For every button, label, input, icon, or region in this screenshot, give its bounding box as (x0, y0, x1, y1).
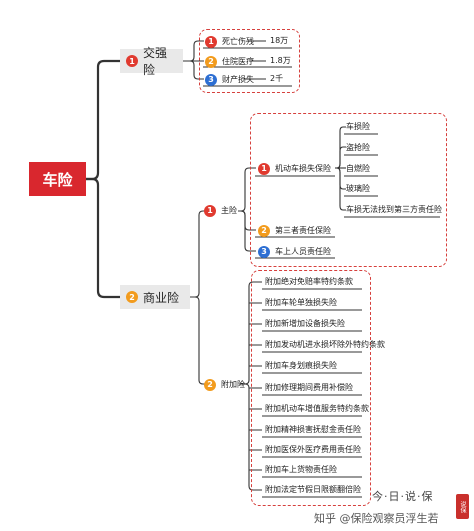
third-party-label: 第三者责任保险 (275, 226, 331, 235)
addon-item-5: 附加车身划痕损失险 (265, 361, 337, 371)
addon-node: 2 附加险 (204, 379, 245, 391)
addon-label: 附加险 (221, 380, 245, 389)
addon-item-11: 附加法定节假日限额翻倍险 (265, 485, 361, 495)
compulsory-item-3-badge: 3 (205, 74, 217, 86)
compulsory-item-2-value: 1.8万 (270, 56, 291, 66)
addon-item-6-label: 附加修理期间费用补偿险 (265, 383, 353, 392)
commercial-node: 2 商业险 (120, 285, 190, 309)
addon-item-6: 附加修理期间费用补偿险 (265, 383, 353, 393)
seal-stamp-text: 说保 (459, 500, 466, 513)
compulsory-item-1-label: 死亡伤残 (222, 37, 254, 46)
addon-item-9: 附加医保外医疗费用责任险 (265, 445, 361, 455)
vehicle-loss-item-5-label: 车损无法找到第三方责任险 (346, 205, 442, 214)
compulsory-item-2-label: 住院医疗 (222, 57, 254, 66)
commercial-label: 商业险 (143, 290, 180, 305)
addon-item-4: 附加发动机进水损坏除外特约条款 (265, 340, 385, 350)
addon-item-10-label: 附加车上货物责任险 (265, 465, 337, 474)
seal-stamp: 说保 (456, 494, 469, 519)
addon-item-3-label: 附加新增加设备损失险 (265, 319, 345, 328)
vehicle-loss-item-5: 车损无法找到第三方责任险 (346, 205, 442, 215)
addon-item-8: 附加精神损害抚慰金责任险 (265, 425, 361, 435)
addon-item-11-label: 附加法定节假日限额翻倍险 (265, 485, 361, 494)
addon-item-7-label: 附加机动车增值服务特约条款 (265, 404, 369, 413)
passenger-label: 车上人员责任险 (275, 247, 331, 256)
compulsory-node: 1 交强险 (120, 46, 183, 77)
addon-item-10: 附加车上货物责任险 (265, 465, 337, 475)
vehicle-loss-item-3-label: 自燃险 (346, 164, 370, 173)
compulsory-item-2-value-text: 1.8万 (270, 56, 291, 65)
vehicle-loss-item-2: 盗抢险 (346, 143, 370, 153)
vehicle-loss-node: 1 机动车损失保险 (258, 163, 331, 175)
compulsory-label: 交强险 (143, 46, 168, 77)
vehicle-loss-item-2-label: 盗抢险 (346, 143, 370, 152)
compulsory-item-2-badge: 2 (205, 56, 217, 68)
addon-item-2: 附加车轮单独损失险 (265, 298, 337, 308)
main-risk-badge: 1 (204, 205, 216, 217)
addon-item-9-label: 附加医保外医疗费用责任险 (265, 445, 361, 454)
compulsory-item-medical: 2 住院医疗 (205, 56, 254, 68)
vehicle-loss-label: 机动车损失保险 (275, 164, 331, 173)
root-label: 车险 (42, 170, 73, 189)
connector-commercial (84, 177, 122, 299)
compulsory-number-badge: 1 (126, 55, 138, 67)
addon-item-2-label: 附加车轮单独损失险 (265, 298, 337, 307)
main-risk-label: 主险 (221, 206, 237, 215)
addon-item-4-label: 附加发动机进水损坏除外特约条款 (265, 340, 385, 349)
compulsory-item-1-value-text: 18万 (270, 36, 289, 45)
vehicle-loss-item-1: 车损险 (346, 122, 370, 132)
passenger-badge: 3 (258, 246, 270, 258)
main-risk-node: 1 主险 (204, 205, 237, 217)
compulsory-item-3-value-text: 2千 (270, 74, 284, 83)
main-risk-group-frame (250, 113, 447, 267)
vehicle-loss-item-4-label: 玻璃险 (346, 184, 370, 193)
brand-watermark-text: 今·日·说·保 (372, 490, 434, 503)
compulsory-item-1-value: 18万 (270, 36, 288, 46)
compulsory-item-3-value: 2千 (270, 74, 283, 84)
brand-watermark: 今·日·说·保 (372, 488, 434, 504)
addon-item-3: 附加新增加设备损失险 (265, 319, 345, 329)
site-watermark-text: 知乎 @保险观察员浮生若 (314, 512, 439, 525)
compulsory-item-death: 1 死亡伤残 (205, 36, 254, 48)
addon-group-frame (251, 270, 371, 506)
third-party-node: 2 第三者责任保险 (258, 225, 331, 237)
third-party-badge: 2 (258, 225, 270, 237)
addon-item-1: 附加绝对免赔率特约条款 (265, 277, 353, 287)
addon-item-1-label: 附加绝对免赔率特约条款 (265, 277, 353, 286)
site-watermark: 知乎 @保险观察员浮生若 (314, 510, 439, 526)
passenger-node: 3 车上人员责任险 (258, 246, 331, 258)
vehicle-loss-item-3: 自燃险 (346, 164, 370, 174)
addon-badge: 2 (204, 379, 216, 391)
compulsory-item-property: 3 财产损失 (205, 74, 254, 86)
addon-item-5-label: 附加车身划痕损失险 (265, 361, 337, 370)
vehicle-loss-badge: 1 (258, 163, 270, 175)
compulsory-item-3-label: 财产损失 (222, 75, 254, 84)
connector-compulsory (84, 59, 122, 181)
addon-item-8-label: 附加精神损害抚慰金责任险 (265, 425, 361, 434)
vehicle-loss-item-4: 玻璃险 (346, 184, 370, 194)
vehicle-loss-item-1-label: 车损险 (346, 122, 370, 131)
compulsory-group-frame (199, 29, 300, 93)
commercial-number-badge: 2 (126, 291, 138, 303)
compulsory-item-1-badge: 1 (205, 36, 217, 48)
root-node: 车险 (29, 162, 86, 196)
addon-item-7: 附加机动车增值服务特约条款 (265, 404, 369, 414)
